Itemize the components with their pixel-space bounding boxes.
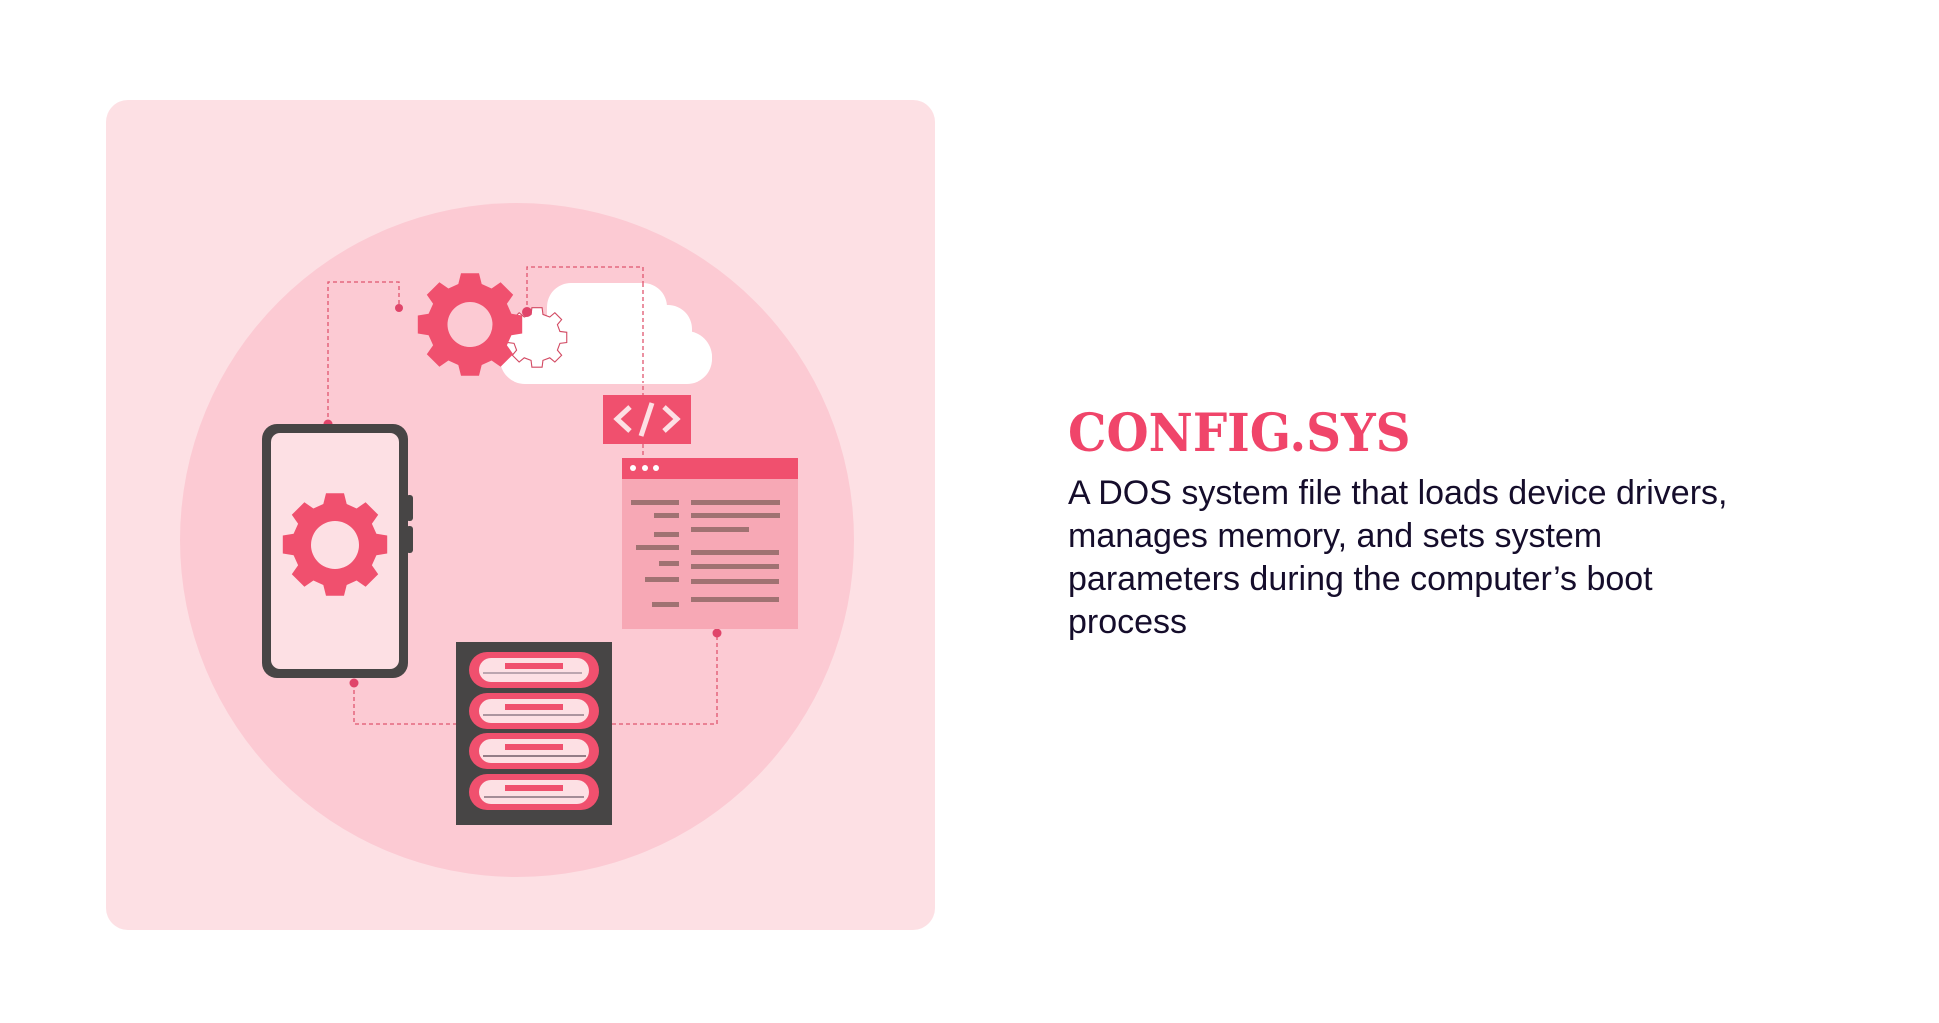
phone-gear-icon [282, 493, 388, 596]
code-tag-icon [603, 395, 691, 444]
illustration-card [106, 100, 935, 930]
gear-icon [417, 273, 523, 376]
server-rack [456, 642, 612, 825]
description: A DOS system file that loads device driv… [1068, 474, 1728, 641]
config-illustration [180, 203, 854, 877]
code-window [622, 458, 798, 629]
server-unit [469, 652, 599, 688]
server-unit [469, 774, 599, 810]
server-unit [469, 693, 599, 729]
text-block: CONFIG.SYS A DOS system file that loads … [1068, 400, 1828, 644]
server-unit [469, 733, 599, 769]
page-title: CONFIG.SYS [1068, 403, 1411, 464]
